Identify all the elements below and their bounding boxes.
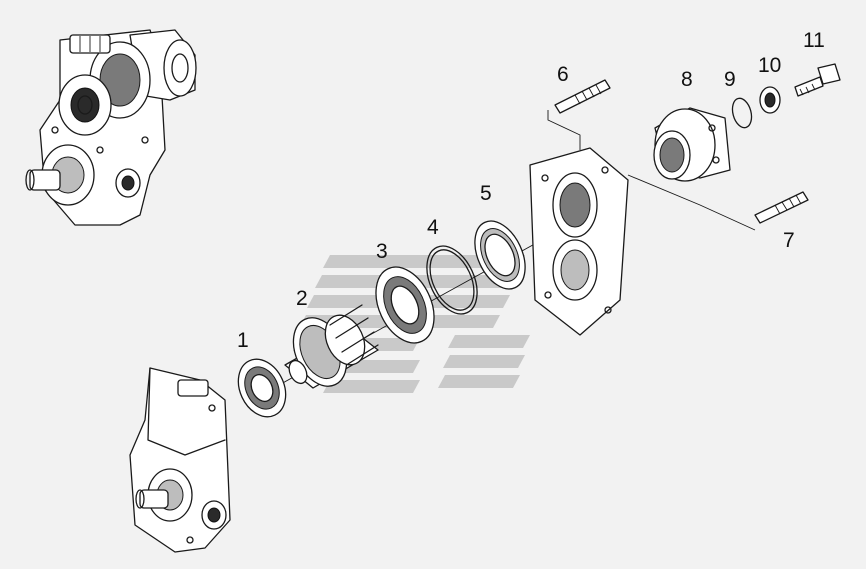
- part-7-stud: [627, 174, 809, 231]
- part-10-washer: [759, 86, 781, 114]
- part-5-seal: [474, 220, 526, 290]
- callout-3: 3: [376, 240, 388, 263]
- callout-10: 10: [758, 54, 782, 77]
- callout-7: 7: [783, 229, 795, 252]
- cover-plate: [529, 147, 629, 336]
- assembled-unit-top: [25, 29, 197, 226]
- part-6-stud: [547, 79, 611, 150]
- part-4-ring: [426, 245, 478, 315]
- callout-9: 9: [724, 68, 736, 91]
- part-8-flange: [653, 107, 731, 182]
- callout-8: 8: [681, 68, 693, 91]
- part-11-bolt: [794, 63, 841, 97]
- callout-4: 4: [427, 216, 439, 239]
- callout-2: 2: [296, 287, 308, 310]
- callout-11: 11: [803, 29, 825, 52]
- part-1-bearing: [237, 358, 287, 418]
- part-3-bearing: [375, 266, 435, 344]
- callout-6: 6: [557, 63, 569, 86]
- part-2-gear-shaft: [284, 304, 379, 389]
- housing-bottom: [129, 367, 231, 553]
- callout-1: 1: [237, 329, 249, 352]
- callout-5: 5: [480, 182, 492, 205]
- part-9-o-ring: [731, 97, 753, 129]
